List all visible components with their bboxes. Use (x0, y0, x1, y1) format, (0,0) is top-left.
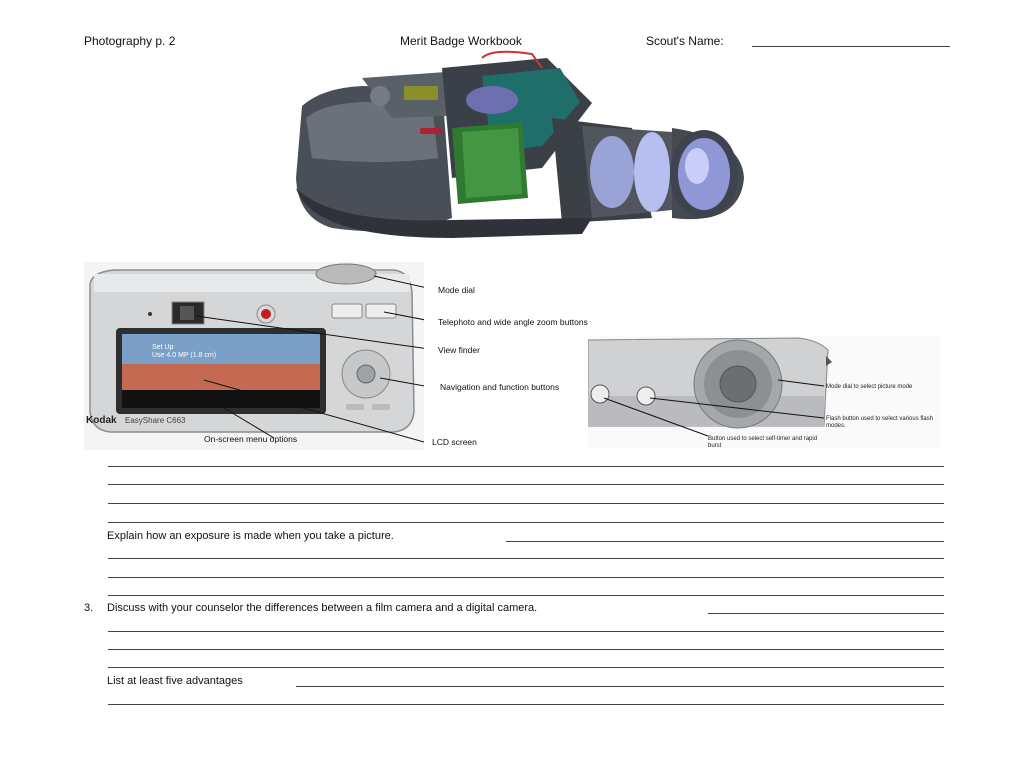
label-self-timer-button: Button used to select self-timer and rap… (708, 436, 818, 449)
label-mode-dial-top: Mode dial to select picture mode (826, 384, 913, 390)
lcd-screen-text: Set Up Use 4.0 MP (1.8 cm) (152, 344, 262, 360)
camera-top-view-illustration (588, 336, 940, 448)
camera-brand: Kodak (86, 415, 117, 426)
page-header-left: Photography p. 2 (84, 34, 176, 48)
question-exposure: Explain how an exposure is made when you… (107, 530, 398, 542)
label-navigation-buttons: Navigation and function buttons (440, 382, 560, 392)
answer-line[interactable] (708, 613, 944, 614)
answer-line[interactable] (108, 503, 944, 504)
scout-name-label: Scout's Name: (646, 34, 724, 48)
scout-name-line (752, 46, 950, 47)
label-view-finder: View finder (438, 345, 480, 355)
answer-line[interactable] (108, 649, 944, 650)
label-onscreen-menu: On-screen menu options (204, 434, 298, 444)
question-advantages: List at least five advantages (107, 675, 247, 687)
page-header-center: Merit Badge Workbook (400, 34, 522, 48)
answer-line[interactable] (108, 522, 944, 523)
question-film-vs-digital: Discuss with your counselor the differen… (107, 602, 542, 614)
answer-line[interactable] (108, 577, 944, 578)
lcd-screen-line-2: Use 4.0 MP (1.8 cm) (152, 352, 217, 359)
label-flash-button: Flash button used to select various flas… (826, 416, 934, 429)
answer-line[interactable] (108, 667, 944, 668)
digital-camera-back-illustration (84, 262, 424, 450)
camera-cutaway-illustration (296, 50, 744, 238)
answer-line[interactable] (108, 484, 944, 485)
label-zoom-buttons: Telephoto and wide angle zoom buttons (438, 317, 588, 327)
answer-line[interactable] (108, 595, 944, 596)
camera-brand-plate: Kodak EasyShare C663 (86, 410, 246, 426)
answer-line[interactable] (108, 704, 944, 705)
answer-line[interactable] (108, 558, 944, 559)
lcd-screen-line-1: Set Up (152, 344, 174, 351)
answer-line[interactable] (506, 541, 944, 542)
question-number: 3. (84, 602, 98, 614)
answer-line[interactable] (108, 631, 944, 632)
label-mode-dial: Mode dial (438, 285, 475, 295)
camera-model: EasyShare C663 (125, 416, 186, 425)
answer-line[interactable] (108, 466, 944, 467)
answer-line[interactable] (296, 686, 944, 687)
label-lcd-screen: LCD screen (432, 437, 477, 447)
